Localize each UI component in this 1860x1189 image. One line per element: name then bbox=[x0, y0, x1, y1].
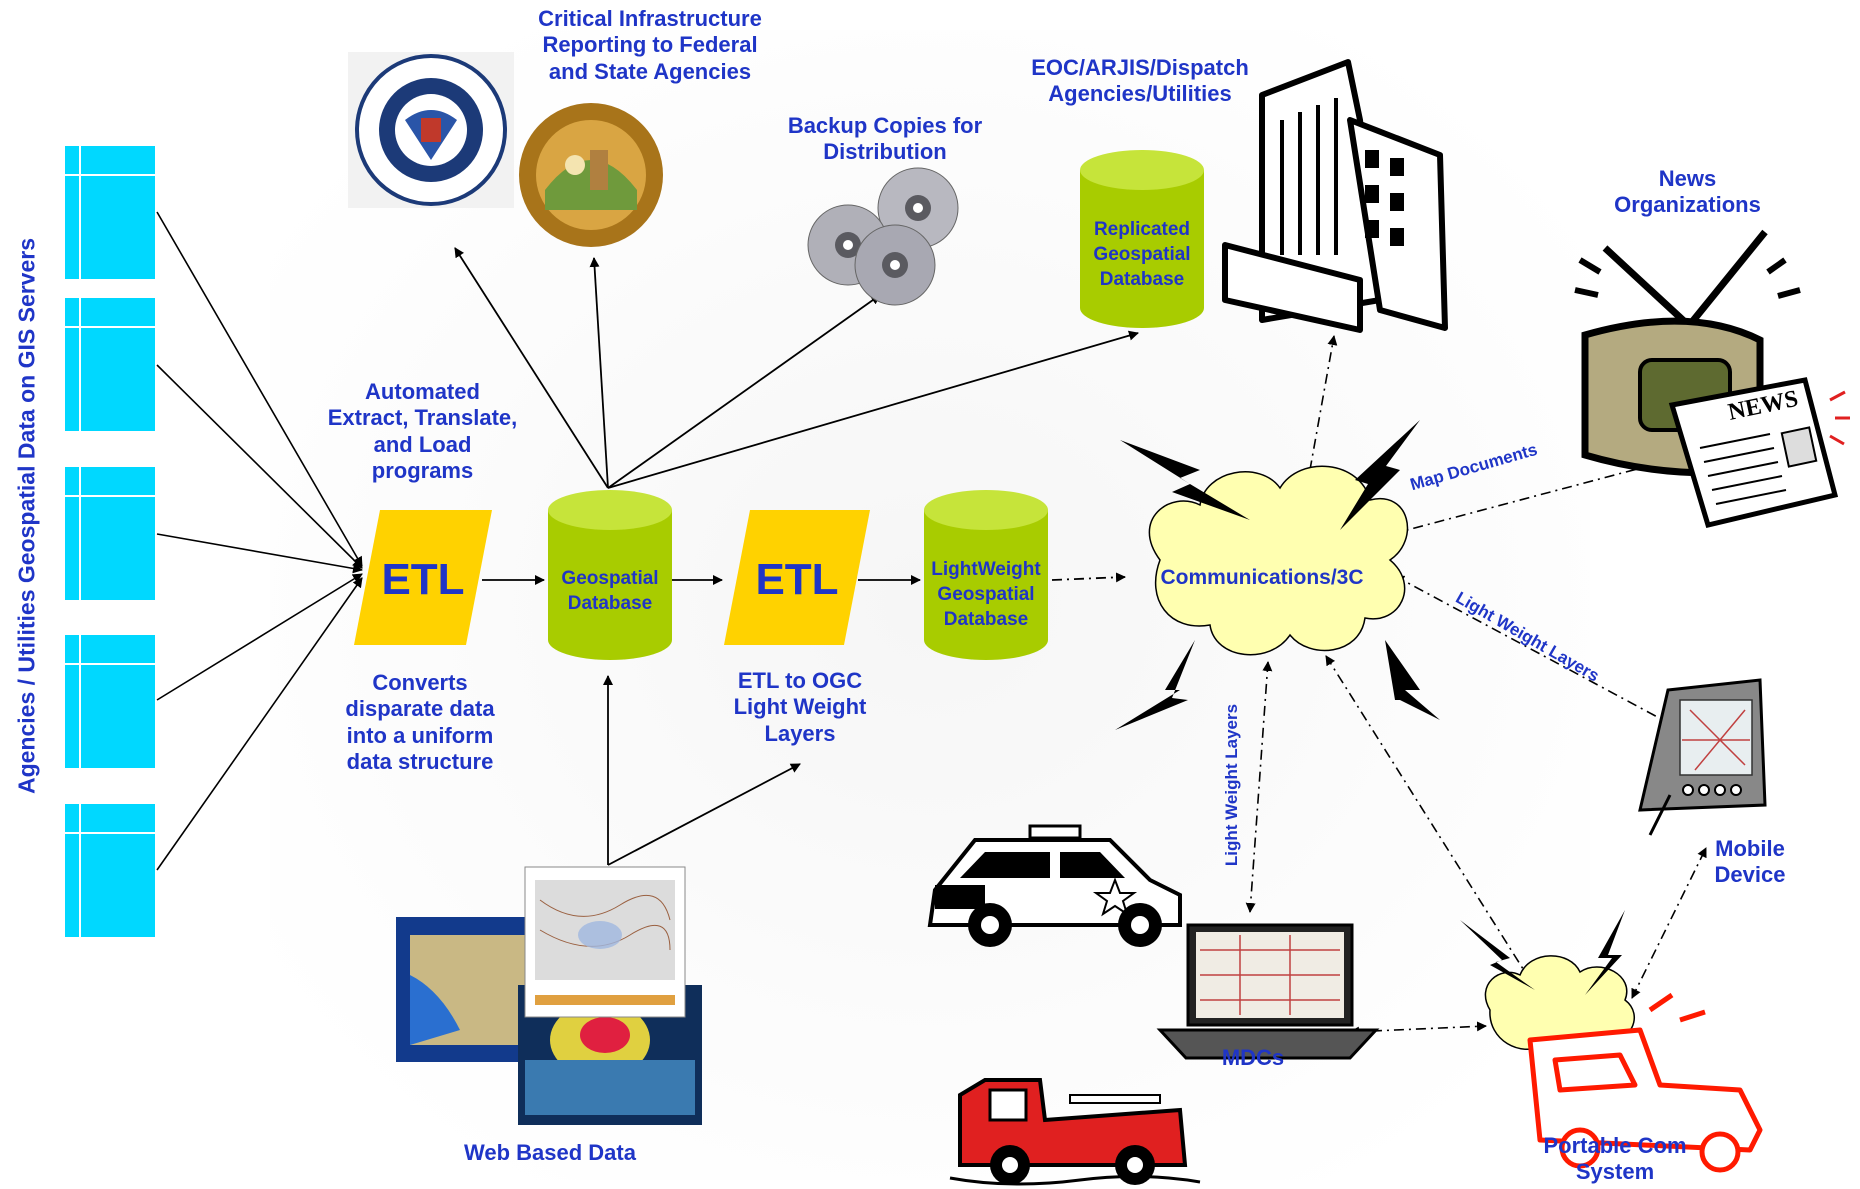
server-icon bbox=[63, 296, 157, 433]
lightning-icon bbox=[1585, 910, 1625, 995]
mdcs-label: MDCs bbox=[1221, 1045, 1285, 1070]
lw-db-line-1: LightWeight bbox=[931, 559, 1041, 580]
replicated-database: Replicated Geospatial Database bbox=[1080, 150, 1204, 328]
gis-servers bbox=[63, 144, 157, 939]
lightning-icons bbox=[1115, 420, 1625, 995]
etl-block-1: ETL bbox=[354, 510, 492, 645]
lightweight-database: LightWeight Geospatial Database bbox=[924, 490, 1048, 660]
geospatial-database: Geospatial Database bbox=[548, 490, 672, 660]
web-based-data-label: Web Based Data bbox=[464, 1140, 636, 1165]
lightning-icon bbox=[1385, 640, 1440, 720]
police-car-icon bbox=[927, 824, 1182, 947]
news-organizations-label: News Organizations bbox=[1614, 166, 1761, 218]
cd-discs-icon bbox=[807, 167, 959, 306]
lightning-icon bbox=[1340, 420, 1420, 530]
california-seal-icon bbox=[519, 103, 663, 247]
side-label: Agencies / Utilities Geospatial Data on … bbox=[13, 237, 40, 795]
building-icon bbox=[1222, 59, 1448, 333]
server-icon bbox=[63, 465, 157, 602]
etl-block-2: ETL bbox=[724, 510, 870, 645]
etl-to-ogc-label: ETL to OGC Light Weight Layers bbox=[733, 668, 867, 746]
converts-label: Converts disparate data into a uniform d… bbox=[345, 670, 495, 775]
eoc-label: EOC/ARJIS/Dispatch Agencies/Utilities bbox=[1031, 55, 1249, 107]
critical-infrastructure-label: Critical Infrastructure Reporting to Fed… bbox=[538, 6, 762, 84]
rep-db-line-1: Replicated bbox=[1094, 219, 1190, 240]
light-weight-layers-vertical-label: Light Weight Layers bbox=[1222, 703, 1241, 867]
mobile-device-label: Mobile Device bbox=[1714, 836, 1786, 888]
etl-1-label: ETL bbox=[381, 555, 464, 604]
web-map-icon bbox=[396, 866, 702, 1125]
lightning-icon bbox=[1120, 440, 1250, 520]
pda-icon bbox=[1638, 678, 1767, 836]
laptop-icon bbox=[1156, 923, 1380, 1060]
fire-truck-icon bbox=[949, 1078, 1201, 1186]
etl-2-label: ETL bbox=[755, 555, 838, 604]
comm-links bbox=[1245, 335, 1707, 1037]
pickup-truck-icon bbox=[1527, 992, 1763, 1173]
communications-cloud bbox=[1148, 465, 1409, 656]
lw-db-line-3: Database bbox=[944, 609, 1029, 630]
backup-copies-label: Backup Copies for Distribution bbox=[787, 113, 983, 165]
comm-label: Communications/3C bbox=[1160, 566, 1363, 589]
rep-db-line-2: Geospatial bbox=[1093, 244, 1190, 265]
server-links bbox=[156, 211, 363, 871]
geo-db-line-1: Geospatial bbox=[561, 568, 658, 589]
lightning-icon bbox=[1115, 640, 1195, 730]
automated-etl-label: Automated Extract, Translate, and Load p… bbox=[327, 379, 518, 484]
server-icon bbox=[63, 144, 157, 281]
server-icon bbox=[63, 633, 157, 770]
server-icon bbox=[63, 802, 157, 939]
dhs-seal-icon bbox=[348, 52, 514, 208]
portable-com-label: Portable Com System bbox=[1543, 1133, 1687, 1185]
newspaper-icon: NEWS bbox=[1668, 377, 1850, 528]
flow-arrows bbox=[454, 247, 1139, 866]
lw-db-line-2: Geospatial bbox=[937, 584, 1034, 605]
rep-db-line-3: Database bbox=[1100, 269, 1185, 290]
geo-db-line-2: Database bbox=[568, 593, 653, 614]
lightning-icon bbox=[1460, 920, 1535, 990]
